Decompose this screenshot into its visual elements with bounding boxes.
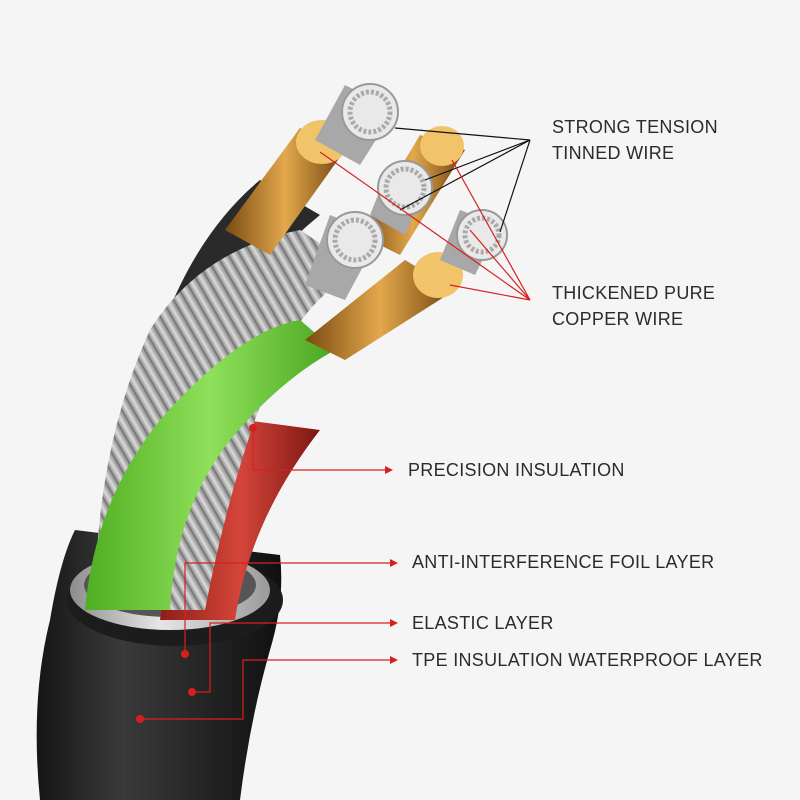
leader-precision-insulation: [252, 428, 385, 471]
leader-lines-tinned: [394, 127, 531, 233]
label-tpe-layer: TPE INSULATION WATERPROOF LAYER: [412, 650, 763, 670]
green-core: [85, 320, 335, 610]
copper-face-top-right: [420, 126, 464, 166]
label-strong-tension-line2: TINNED WIRE: [552, 143, 675, 163]
label-precision-insulation: PRECISION INSULATION: [408, 460, 625, 480]
leader-tpe-layer: [140, 659, 390, 720]
label-foil-layer: ANTI-INTERFERENCE FOIL LAYER: [412, 552, 715, 572]
label-elastic-layer: ELASTIC LAYER: [412, 613, 554, 633]
label-copper-line1: THICKENED PURE: [552, 283, 716, 303]
leader-elastic-layer: [192, 622, 390, 693]
leader-lines-copper: [319, 151, 531, 301]
label-strong-tension-line1: STRONG TENSION: [552, 117, 718, 137]
leader-foil-layer: [184, 562, 390, 654]
label-copper-line2: COPPER WIRE: [552, 309, 684, 329]
tinned-wire-bundles: [305, 83, 508, 300]
